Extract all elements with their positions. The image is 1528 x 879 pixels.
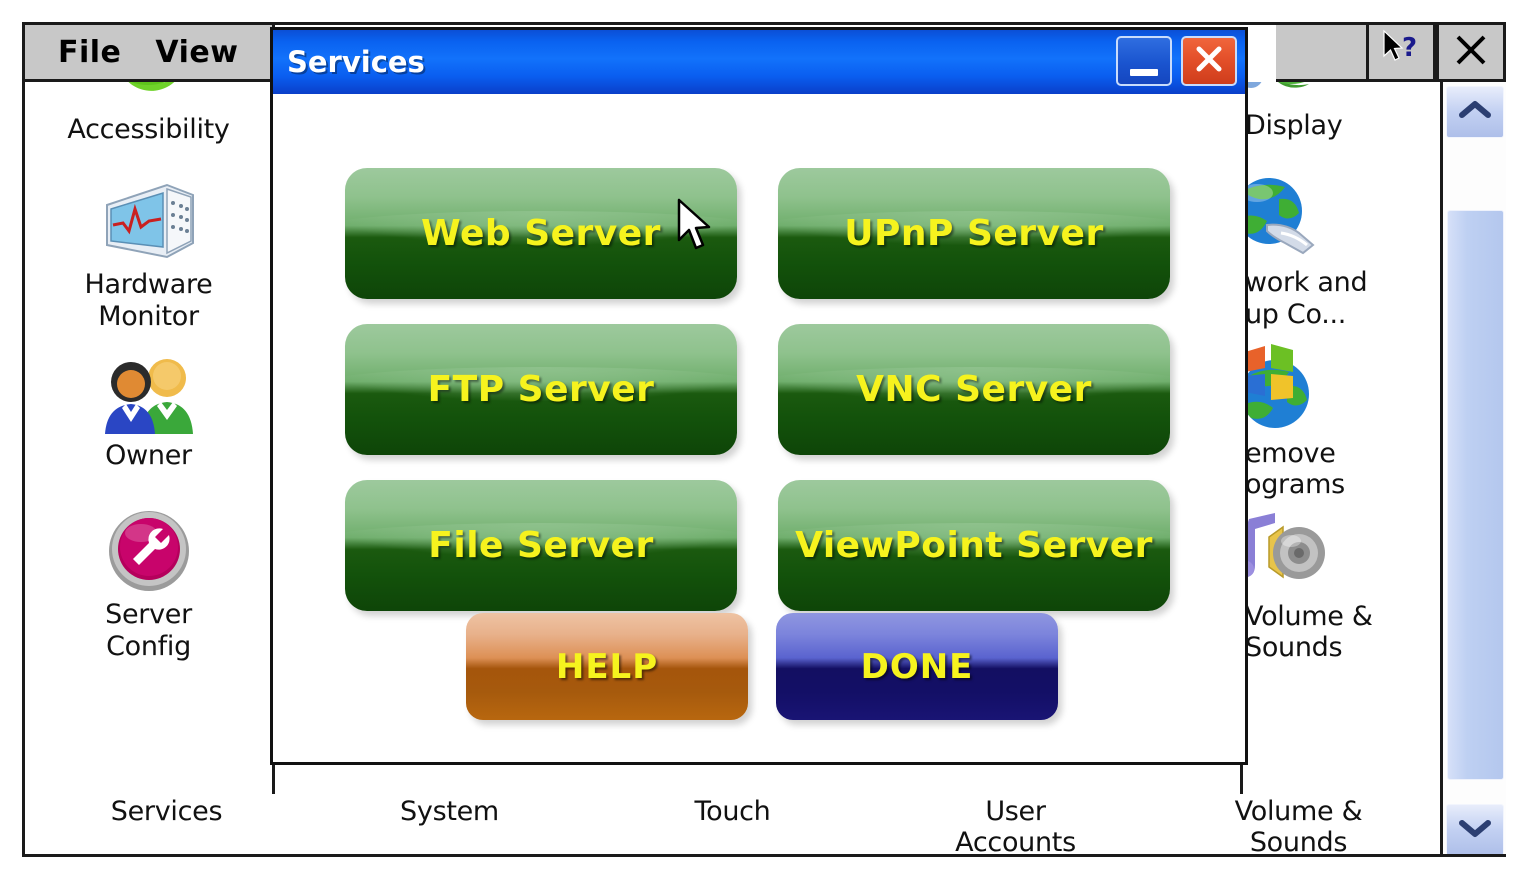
minimize-icon	[1130, 69, 1158, 76]
cp-label-volume-sounds: Volume & Sounds	[1245, 600, 1373, 663]
ftp-server-button[interactable]: FTP Server	[345, 324, 737, 455]
web-server-label: Web Server	[421, 213, 661, 254]
viewpoint-server-label: ViewPoint Server	[795, 525, 1153, 566]
viewpoint-server-button[interactable]: ViewPoint Server	[778, 480, 1170, 611]
vnc-server-label: VNC Server	[856, 369, 1092, 410]
services-dialog-body: Web Server FTP Server File Server UPnP S…	[273, 94, 1245, 762]
scroll-up-button[interactable]	[1446, 86, 1504, 138]
control-panel-left-column: Accessibility Hardware Monitor	[25, 82, 275, 794]
cp-label-display: Display	[1245, 110, 1343, 141]
server-config-wrench-icon	[103, 503, 195, 599]
network-globe-icon	[1243, 171, 1331, 267]
cp-item-remove-programs[interactable]: emove ograms	[1243, 342, 1440, 501]
scroll-down-button[interactable]	[1446, 804, 1504, 854]
upnp-server-label: UPnP Server	[844, 213, 1104, 254]
control-panel-right-column: Display work and up Co...	[1240, 82, 1440, 794]
owner-users-icon	[95, 354, 203, 440]
caption-spacer	[1276, 25, 1366, 82]
help-button-label: HELP	[555, 646, 659, 687]
cp-item-display[interactable]: Display	[1243, 82, 1440, 141]
chevron-down-icon	[1458, 818, 1492, 842]
cp-label-accessibility: Accessibility	[67, 114, 230, 145]
window-caption-buttons: ?	[1276, 25, 1506, 82]
cp-item-owner[interactable]: Owner	[25, 354, 272, 471]
services-dialog-title: Services	[287, 45, 425, 79]
upnp-server-button[interactable]: UPnP Server	[778, 168, 1170, 299]
cp-item-server-config[interactable]: Server Config	[25, 503, 272, 662]
menu-file[interactable]: File	[58, 34, 122, 70]
control-panel-bottom-label-row: Services System Touch User Accounts Volu…	[25, 794, 1440, 857]
cp-item-network-dialup[interactable]: work and up Co...	[1243, 171, 1440, 330]
cursor-question-icon: ?	[1380, 29, 1422, 75]
menu-view[interactable]: View	[155, 34, 239, 70]
menu-bar: File View	[25, 25, 275, 82]
close-x-icon	[1453, 32, 1489, 72]
close-x-icon	[1193, 43, 1225, 79]
minimize-button[interactable]	[1116, 36, 1172, 86]
file-server-label: File Server	[428, 525, 654, 566]
accessibility-icon	[110, 82, 188, 114]
chevron-up-icon	[1458, 100, 1492, 124]
file-server-button[interactable]: File Server	[345, 480, 737, 611]
display-icon	[1243, 82, 1353, 110]
close-window-button[interactable]	[1436, 25, 1506, 82]
svg-text:?: ?	[1402, 33, 1417, 63]
remove-programs-icon	[1243, 342, 1331, 438]
web-server-button[interactable]: Web Server	[345, 168, 737, 299]
scrollbar-thumb[interactable]	[1447, 210, 1504, 780]
cp-label-network-dialup: work and up Co...	[1245, 267, 1368, 330]
services-dialog: Services Web Server FTP Server File	[270, 27, 1248, 765]
services-dialog-caption-buttons	[1116, 36, 1237, 86]
cp-bottom-label-services: Services	[110, 796, 223, 827]
done-button[interactable]: DONE	[776, 613, 1058, 720]
cp-label-remove-programs: emove ograms	[1245, 437, 1345, 501]
cp-bottom-label-volume-sounds: Volume & Sounds	[1234, 796, 1363, 857]
volume-sounds-icon	[1243, 511, 1329, 601]
cp-item-volume-sounds[interactable]: Volume & Sounds	[1243, 511, 1440, 664]
vnc-server-button[interactable]: VNC Server	[778, 324, 1170, 455]
hardware-monitor-icon	[101, 179, 197, 269]
cp-label-owner: Owner	[105, 439, 192, 471]
cp-label-server-config: Server Config	[105, 599, 192, 662]
cp-item-accessibility[interactable]: Accessibility	[25, 82, 272, 145]
cp-bottom-label-touch: Touch	[694, 796, 771, 827]
cp-bottom-label-user-accounts: User Accounts	[955, 796, 1076, 857]
help-button[interactable]: HELP	[466, 613, 748, 720]
cp-item-hardware-monitor[interactable]: Hardware Monitor	[25, 179, 272, 332]
cp-label-hardware-monitor: Hardware Monitor	[84, 269, 213, 332]
cp-bottom-label-system: System	[400, 796, 499, 827]
close-dialog-button[interactable]	[1181, 36, 1237, 86]
done-button-label: DONE	[860, 646, 974, 687]
vertical-scrollbar[interactable]	[1440, 82, 1506, 854]
ftp-server-label: FTP Server	[427, 369, 655, 410]
context-help-button[interactable]: ?	[1366, 25, 1436, 82]
services-dialog-titlebar[interactable]: Services	[273, 30, 1245, 94]
